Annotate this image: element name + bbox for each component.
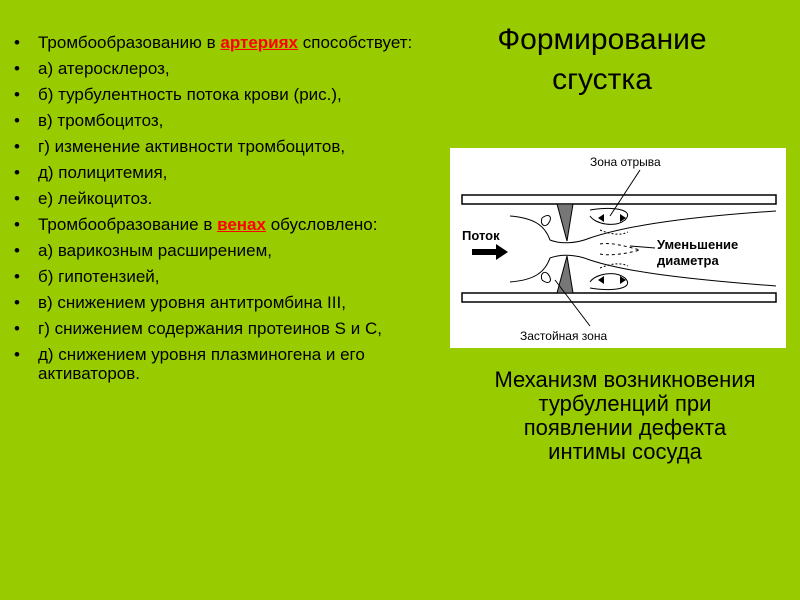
bullet-dot-icon: • <box>14 137 20 156</box>
vessel-diagram: Зона отрыва Поток Уменьшение диаметра За… <box>461 155 777 343</box>
bullet-item: • а) варикозным расширением, <box>14 241 439 260</box>
bullet-text: б) турбулентность потока крови (рис.), <box>38 85 342 104</box>
zone-break-label: Зона отрыва <box>590 155 661 169</box>
bullet-item: • Тромбообразованию в артериях способству… <box>14 33 439 52</box>
bullet-text-tail: обусловлено: <box>265 215 378 234</box>
vessel-wall-bottom <box>461 292 777 303</box>
diameter-label-2: диаметра <box>657 253 719 268</box>
bullet-item: • в) тромбоцитоз, <box>14 111 439 130</box>
bullet-text: в) снижением уровня антитромбина III, <box>38 293 346 312</box>
bullet-dot-icon: • <box>14 319 20 338</box>
bullet-dot-icon: • <box>14 241 20 260</box>
bullet-dot-icon: • <box>14 33 20 52</box>
bullet-text: в) тромбоцитоз, <box>38 111 164 130</box>
bullet-dot-icon: • <box>14 345 20 364</box>
bullet-dot-icon: • <box>14 189 20 208</box>
slide-title: Формирование сгустка <box>497 23 707 96</box>
bullet-item: • е) лейкоцитоз. <box>14 189 439 208</box>
bullet-text: г) изменение активности тромбоцитов, <box>38 137 346 156</box>
bullet-dot-icon: • <box>14 111 20 130</box>
plaque-bottom <box>556 255 574 294</box>
stagnant-zone-label: Застойная зона <box>520 329 607 343</box>
bullet-item: • б) турбулентность потока крови (рис.), <box>14 85 439 104</box>
bullet-highlight: венах <box>217 215 266 234</box>
bullet-text: д) полицитемия, <box>38 163 168 182</box>
bullet-item: • г) снижением содержания протеинов S и C… <box>14 319 439 338</box>
bullet-text: Тромбообразованию в <box>38 33 221 52</box>
bullet-dot-icon: • <box>14 293 20 312</box>
bullet-item: • д) снижением уровня плазминогена и его … <box>14 345 439 383</box>
bullet-item: • г) изменение активности тромбоцитов, <box>14 137 439 156</box>
bullet-item: • б) гипотензией, <box>14 267 439 286</box>
bullet-text: Тромбообразование в <box>38 215 218 234</box>
diameter-label-1: Уменьшение <box>657 237 738 252</box>
flow-arrow-icon <box>472 244 508 260</box>
bullet-text: а) варикозным расширением, <box>38 241 272 260</box>
bullet-text: а) атеросклероз, <box>38 59 170 78</box>
bullet-list: • Тромбообразованию в артериях способству… <box>14 33 439 390</box>
bullet-dot-icon: • <box>14 215 20 234</box>
label-pointers <box>554 169 656 327</box>
bullet-dot-icon: • <box>14 267 20 286</box>
bullet-text: е) лейкоцитоз. <box>38 189 153 208</box>
bullet-highlight: артериях <box>220 33 299 52</box>
bullet-item: • в) снижением уровня антитромбина III, <box>14 293 439 312</box>
vessel-wall-top <box>461 194 777 205</box>
bullet-item: • Тромбообразование в венах обусловлено: <box>14 215 439 234</box>
bullet-dot-icon: • <box>14 85 20 104</box>
bullet-dot-icon: • <box>14 163 20 182</box>
bullet-item: • а) атеросклероз, <box>14 59 439 78</box>
turbulence-figure: Зона отрыва Поток Уменьшение диаметра За… <box>450 148 786 348</box>
bullet-dot-icon: • <box>14 59 20 78</box>
figure-caption: Механизм возникновения турбуленций при п… <box>494 367 756 464</box>
bullet-item: • д) полицитемия, <box>14 163 439 182</box>
bullet-text: б) гипотензией, <box>38 267 160 286</box>
plaque-top <box>556 203 574 242</box>
bullet-text: г) снижением содержания протеинов S и C, <box>38 319 382 338</box>
bullet-text-tail: способствует: <box>298 33 413 52</box>
bullet-text: д) снижением уровня плазминогена и его а… <box>38 345 365 383</box>
flow-direction-icons <box>598 214 626 284</box>
flow-label: Поток <box>462 228 500 243</box>
streamlines <box>509 207 777 291</box>
